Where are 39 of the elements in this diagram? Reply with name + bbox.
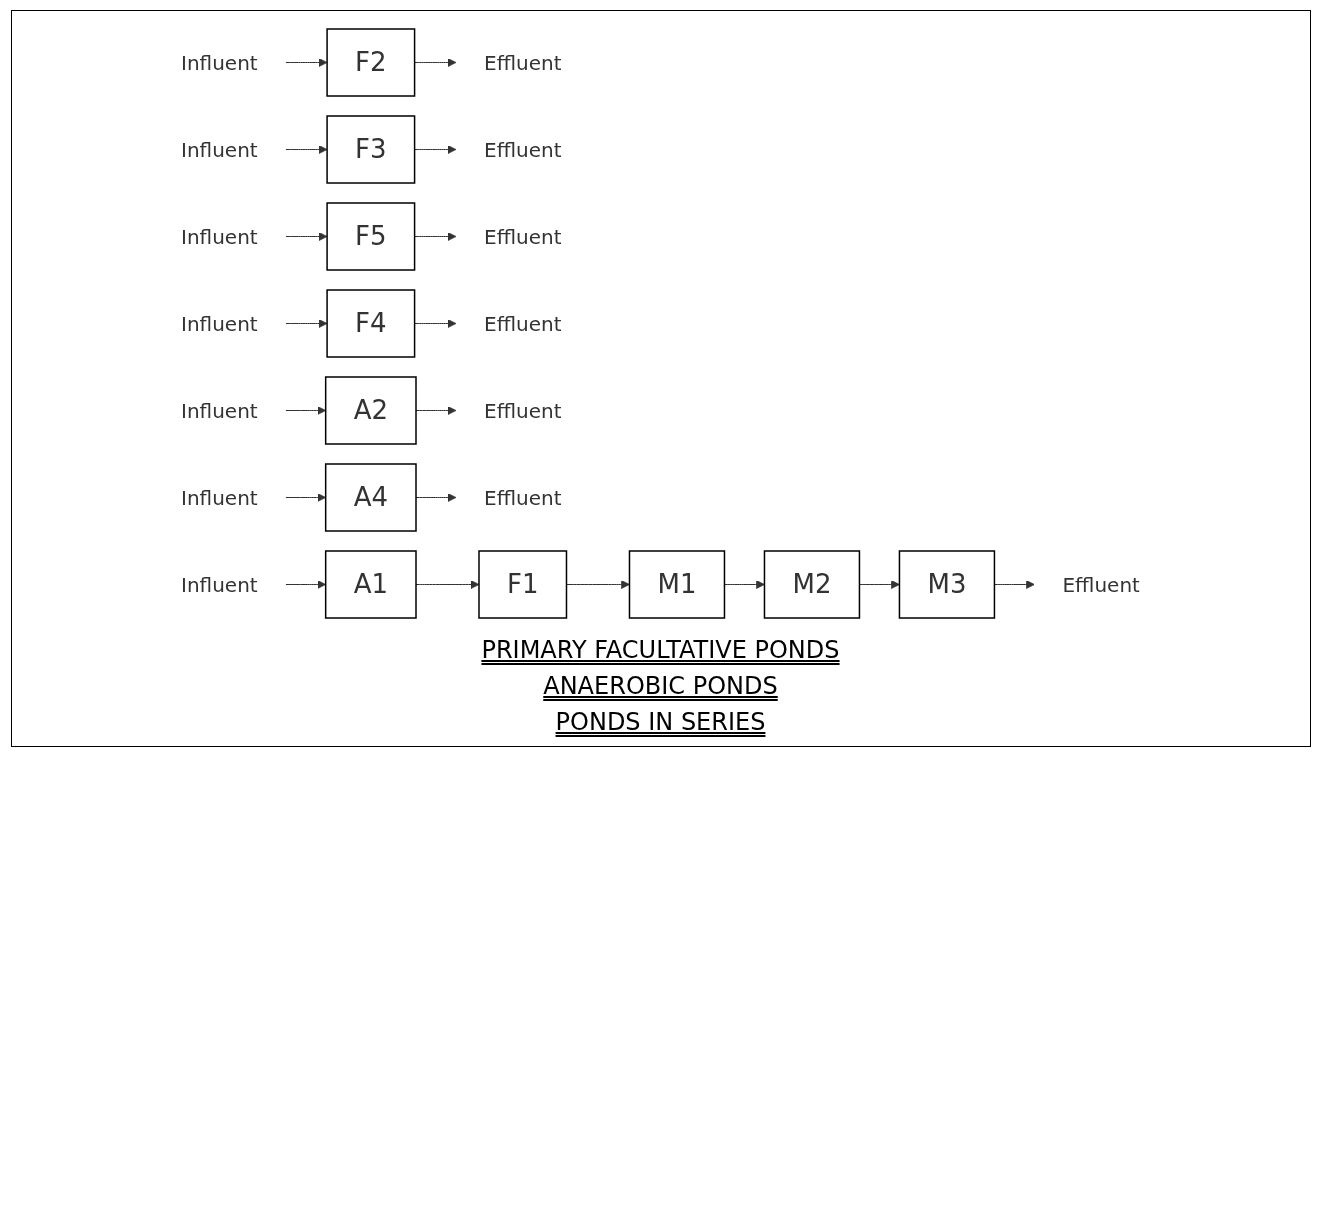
node-text: Influent bbox=[181, 50, 258, 75]
node-box: F3 bbox=[326, 115, 416, 184]
node-text: Influent bbox=[181, 311, 258, 336]
node-text: Influent bbox=[181, 398, 258, 423]
node-box: A1 bbox=[324, 550, 417, 619]
arrow bbox=[859, 580, 900, 589]
arrow bbox=[285, 145, 328, 154]
node-box: F2 bbox=[326, 28, 416, 97]
section-heading: PRIMARY FACULTATIVE PONDS bbox=[481, 636, 840, 664]
node-text: Influent bbox=[181, 572, 258, 597]
node-box: A4 bbox=[324, 463, 417, 532]
node-text: Effluent bbox=[484, 485, 562, 510]
node-box: F5 bbox=[326, 202, 416, 271]
node-box: F4 bbox=[326, 289, 416, 358]
node-box: M1 bbox=[628, 550, 726, 619]
node-box: A2 bbox=[324, 376, 417, 445]
section-heading: PONDS IN SERIES bbox=[555, 708, 766, 736]
node-box: M2 bbox=[763, 550, 861, 619]
arrow bbox=[285, 58, 328, 67]
node-text: Effluent bbox=[484, 398, 562, 423]
node-text: Effluent bbox=[1062, 572, 1140, 597]
arrow bbox=[285, 232, 328, 241]
section-heading: ANAEROBIC PONDS bbox=[543, 672, 778, 700]
arrow bbox=[285, 319, 328, 328]
arrow bbox=[414, 232, 457, 241]
node-box: M3 bbox=[898, 550, 996, 619]
arrow bbox=[566, 580, 630, 589]
node-text: Influent bbox=[181, 137, 258, 162]
node-text: Effluent bbox=[484, 311, 562, 336]
node-text: Effluent bbox=[484, 50, 562, 75]
arrow bbox=[724, 580, 765, 589]
arrow bbox=[414, 58, 457, 67]
arrow bbox=[414, 145, 457, 154]
arrow bbox=[414, 319, 457, 328]
node-text: Effluent bbox=[484, 137, 562, 162]
node-text: Influent bbox=[181, 224, 258, 249]
node-text: Effluent bbox=[484, 224, 562, 249]
node-box: F1 bbox=[478, 550, 568, 619]
node-text: Influent bbox=[181, 485, 258, 510]
